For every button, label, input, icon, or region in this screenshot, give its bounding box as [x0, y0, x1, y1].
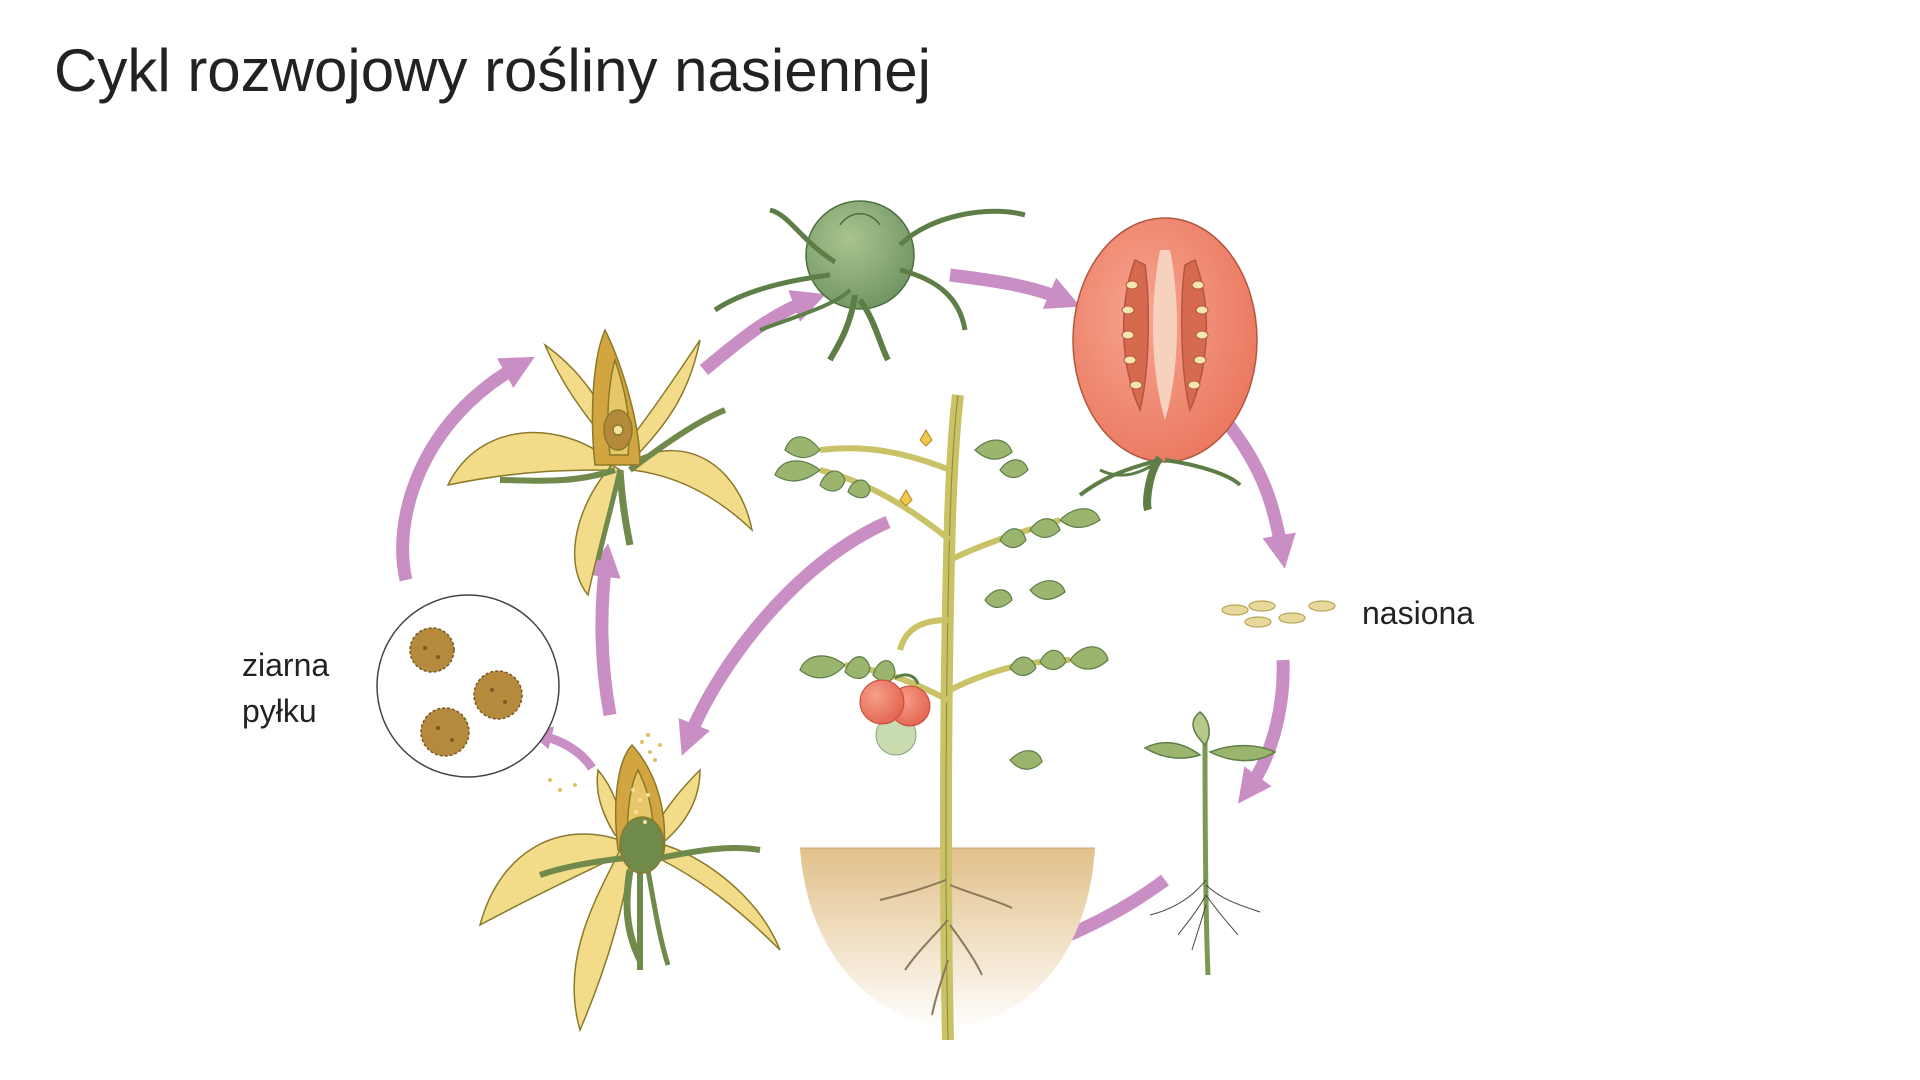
- arrow-anther-to-pollen: [528, 726, 596, 771]
- pollen-grain: [420, 707, 470, 757]
- pollen-grains-circle: [376, 594, 560, 778]
- cycle-arrows: [396, 268, 1296, 961]
- unripe-fruit: [713, 200, 1026, 362]
- arrow-open-flower-to-flower: [587, 543, 621, 717]
- open-flower-with-anthers: [478, 743, 781, 1033]
- seedling: [1143, 711, 1277, 976]
- seeds-label: nasiona: [1362, 595, 1475, 631]
- plant-leaves: [774, 436, 1109, 770]
- pollen-label-line2: pyłku: [242, 693, 317, 729]
- arrow-tomato-to-seeds: [1219, 415, 1296, 569]
- ripe-tomato-cross-section: [1072, 217, 1258, 512]
- arrow-pollen-to-flower: [396, 356, 535, 582]
- tomato-plant: [774, 394, 1109, 1041]
- pollen-grains-label: ziarna pyłku: [242, 642, 329, 734]
- pollen-grain: [473, 670, 523, 720]
- plant-tomatoes: [859, 673, 931, 756]
- pollen-grain: [409, 627, 455, 673]
- pollen-dust: [548, 733, 662, 792]
- arrow-flower-to-fruit: [699, 290, 826, 375]
- seeds: [1221, 600, 1336, 628]
- arrow-fruit-to-ripe-tomato: [949, 268, 1081, 309]
- page-title: Cykl rozwojowy rośliny nasiennej: [54, 37, 932, 104]
- arrow-seeds-to-seedling: [1238, 659, 1290, 804]
- arrow-plant-to-open-flower: [678, 516, 891, 756]
- pollen-label-line1: ziarna: [242, 647, 330, 683]
- flower-cross-section: [446, 328, 754, 597]
